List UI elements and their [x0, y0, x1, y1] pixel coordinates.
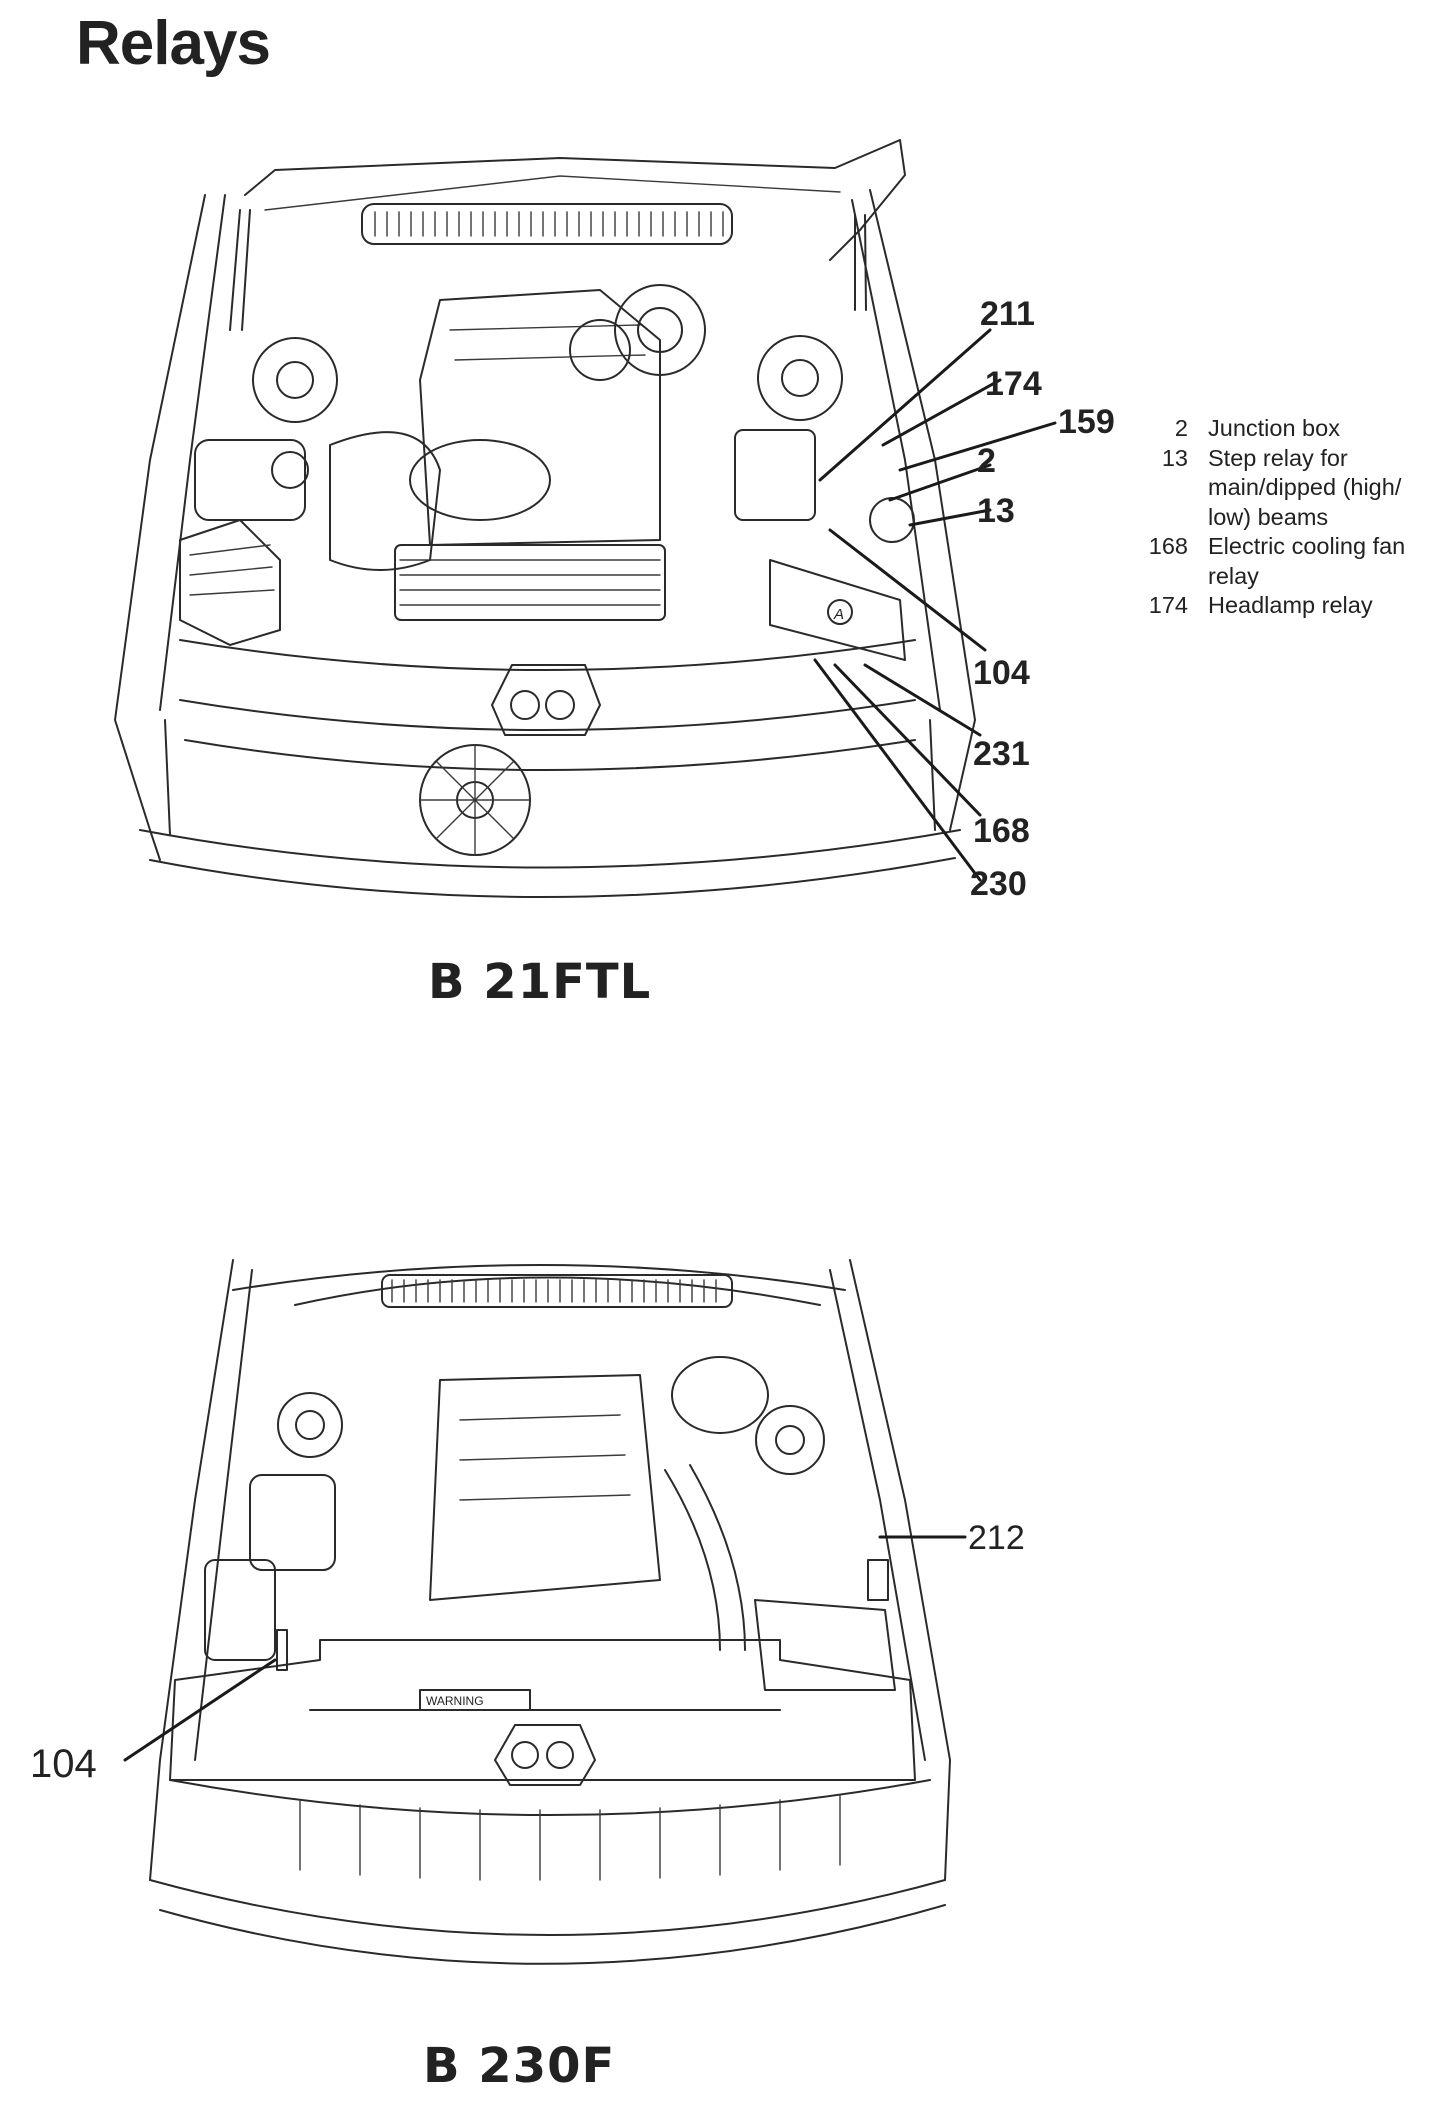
callout-211: 211	[980, 295, 1035, 333]
top-cowl-slats	[374, 211, 724, 237]
callout-159: 159	[1058, 403, 1115, 441]
legend-number: 168	[1148, 533, 1188, 559]
legend-item: 13 Step relay for main/dipped (high/ low…	[1132, 444, 1432, 533]
legend-text: Electric cooling fan relay	[1208, 533, 1406, 589]
top-leader-lines	[813, 328, 1057, 882]
callout-230: 230	[970, 865, 1027, 903]
callout-2: 2	[977, 442, 996, 480]
legend-item: 2 Junction box	[1132, 414, 1432, 444]
legend-number: 13	[1161, 444, 1188, 471]
top-engine-bay-drawing: A	[114, 139, 976, 898]
top-callouts: 211 174 159 2 13 104 231 168 230	[970, 295, 1115, 903]
callout-212: 212	[968, 1519, 1025, 1557]
legend-item: 174 Headlamp relay	[1132, 591, 1432, 621]
legend-item: 168 Electric cooling fan relay	[1132, 532, 1432, 591]
legend-text: Junction box	[1208, 415, 1340, 441]
warning-plate-text: WARNING	[426, 1694, 484, 1708]
callout-231: 231	[973, 735, 1030, 773]
callout-168: 168	[973, 812, 1030, 850]
legend-text: Headlamp relay	[1208, 592, 1373, 618]
relay-legend: 2 Junction box 13 Step relay for main/di…	[1132, 414, 1432, 621]
callout-104-bottom: 104	[30, 1742, 97, 1786]
bottom-leader-lines	[123, 1535, 967, 1762]
marker-a: A	[833, 606, 844, 623]
top-engine-label: B 21FTL	[428, 954, 651, 1010]
legend-number: 174	[1148, 592, 1188, 618]
legend-number: 2	[1174, 415, 1188, 441]
legend-text: Step relay for main/dipped (high/ low) b…	[1208, 444, 1402, 530]
bottom-engine-bay-drawing: WARNING	[149, 1259, 951, 1965]
bottom-engine-label: B 230F	[423, 2038, 615, 2094]
callout-174: 174	[985, 365, 1042, 403]
callout-13: 13	[977, 492, 1015, 530]
callout-104: 104	[973, 654, 1030, 692]
bottom-cowl-slats	[391, 1279, 717, 1303]
page-title: Relays	[76, 9, 271, 78]
